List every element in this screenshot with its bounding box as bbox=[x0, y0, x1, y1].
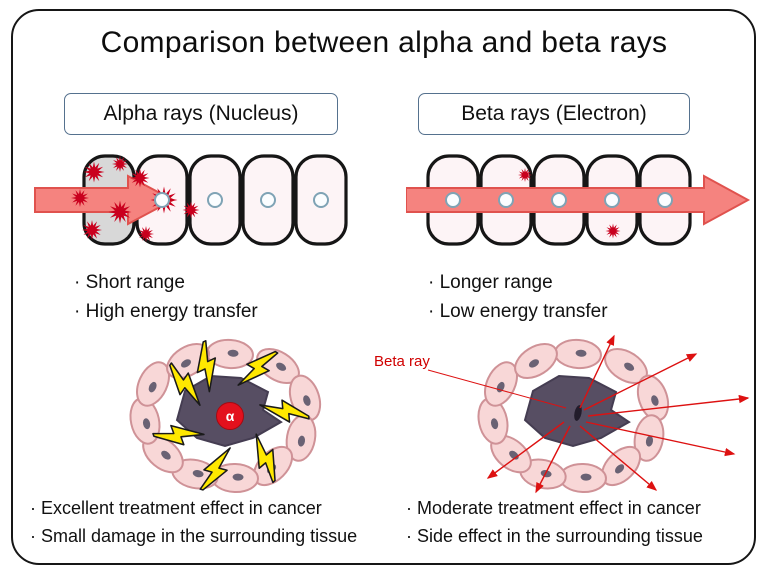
beta-treatment-list: · Moderate treatment effect in cancer · … bbox=[406, 494, 703, 550]
beta-label-pointer-line bbox=[427, 369, 567, 409]
alpha-ray-arrow bbox=[34, 174, 176, 226]
beta-target-slit bbox=[574, 405, 582, 421]
page-title: Comparison between alpha and beta rays bbox=[100, 26, 668, 59]
alpha-treatment-point: · Small damage in the surrounding tissue bbox=[30, 526, 358, 546]
alpha-header-box: Alpha rays (Nucleus) bbox=[64, 93, 338, 135]
alpha-property: · High energy transfer bbox=[74, 301, 258, 322]
alpha-symbol: α bbox=[226, 408, 235, 424]
alpha-property: · Short range bbox=[74, 272, 185, 293]
beta-header-box: Beta rays (Electron) bbox=[418, 93, 690, 135]
alpha-properties-list: · Short range · High energy transfer bbox=[74, 268, 258, 326]
alpha-header-label: Alpha rays (Nucleus) bbox=[103, 102, 299, 125]
beta-ray-label: Beta ray bbox=[374, 353, 430, 370]
beta-tumor-illustration: Beta ray bbox=[374, 334, 750, 494]
alpha-cells-diagram bbox=[34, 154, 348, 246]
beta-treatment-point: · Side effect in the surrounding tissue bbox=[406, 526, 703, 546]
beta-treatment-point: · Moderate treatment effect in cancer bbox=[406, 498, 701, 518]
beta-property: · Low energy transfer bbox=[428, 301, 608, 322]
beta-properties-list: · Longer range · Low energy transfer bbox=[428, 268, 608, 326]
slide-border bbox=[11, 9, 756, 565]
beta-ray-arrow bbox=[406, 174, 751, 226]
alpha-cell-nuclei bbox=[154, 192, 329, 208]
beta-ray-arrows bbox=[486, 334, 750, 494]
beta-cell-nuclei bbox=[445, 192, 673, 208]
alpha-particle-core bbox=[216, 402, 244, 430]
beta-header-label: Beta rays (Electron) bbox=[461, 102, 647, 125]
beta-property: · Longer range bbox=[428, 272, 553, 293]
alpha-treatment-list: · Excellent treatment effect in cancer ·… bbox=[30, 494, 357, 550]
alpha-treatment-point: · Excellent treatment effect in cancer bbox=[30, 498, 322, 518]
beta-cells-diagram bbox=[406, 154, 751, 246]
alpha-tumor-illustration: α bbox=[125, 335, 327, 496]
